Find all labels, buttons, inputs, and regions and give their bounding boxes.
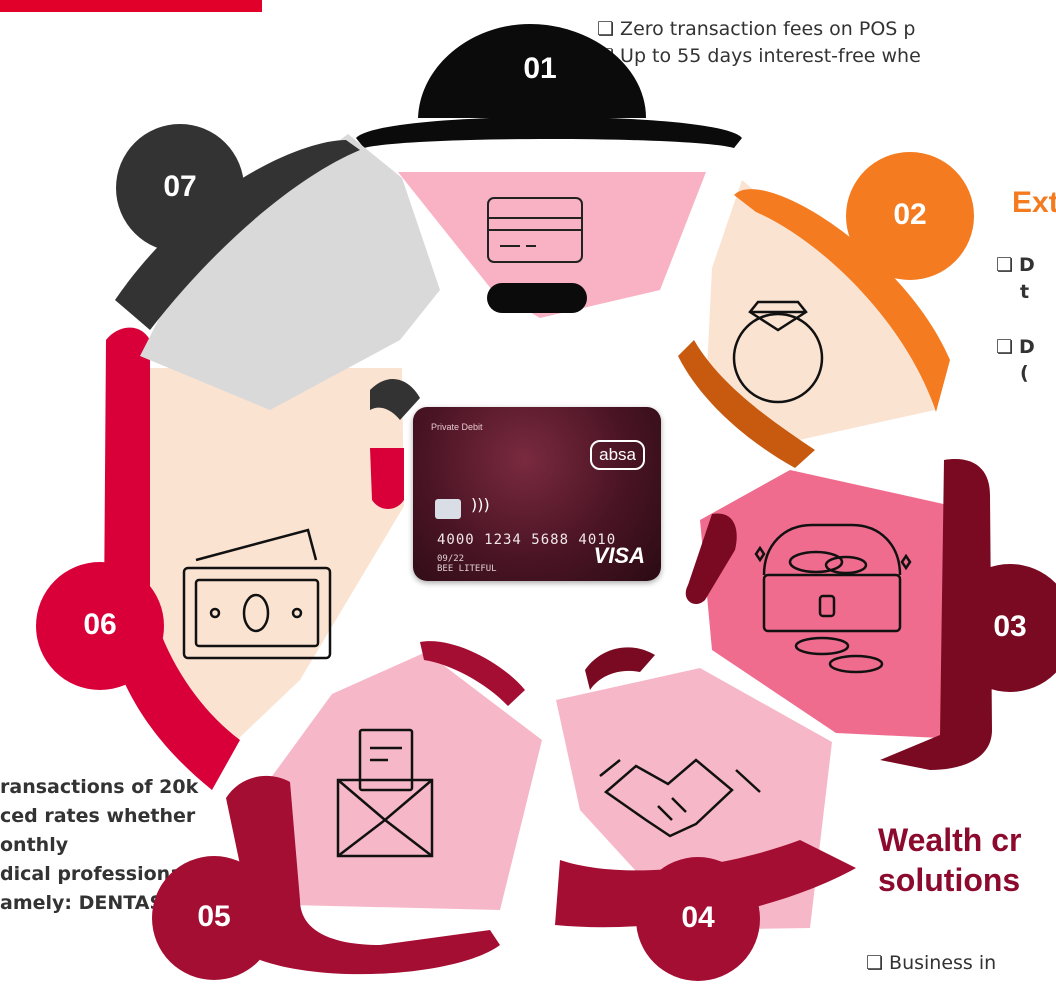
card-chip (435, 499, 461, 519)
credit-card-icon (487, 197, 583, 263)
debit-card-image: Private Debit absa ))) 4000 1234 5688 40… (413, 407, 661, 581)
wealth-bullet-1: Business in (866, 952, 996, 974)
segment-07-label: 07 (163, 170, 197, 203)
handshake-icon (599, 758, 761, 838)
wealth-heading-line-2: solutions (878, 862, 1021, 898)
segment-06 (36, 327, 404, 790)
segment-01-label: 01 (523, 52, 557, 85)
segment-03-label: 03 (993, 610, 1027, 643)
top-accent-bar (0, 0, 262, 12)
treasure-chest-icon (754, 523, 912, 674)
top-bullet-1: Zero transaction fees on POS p (597, 18, 915, 40)
left-text-line-3: onthly (0, 834, 69, 856)
contactless-icon: ))) (471, 495, 490, 514)
cash-notes-icon (182, 528, 332, 660)
ext-bullet-2: D (996, 336, 1035, 358)
ext-bullet-2-cont: ( (1020, 362, 1029, 384)
segment-01 (356, 24, 742, 318)
ext-bullet-1-cont: t (1020, 281, 1030, 303)
diamond-ring-icon (732, 300, 824, 404)
segment-02-label: 02 (893, 198, 927, 231)
card-number: 4000 1234 5688 4010 (437, 532, 617, 548)
segment-04 (555, 647, 856, 981)
wealth-heading-line-1: Wealth cr (878, 822, 1022, 858)
top-bullet-2: Up to 55 days interest-free whe (597, 45, 921, 67)
segment-06-label: 06 (83, 608, 117, 641)
segment-07 (115, 124, 440, 420)
ext-heading: Ext (1012, 186, 1056, 219)
ext-bullet-1: D (996, 254, 1035, 276)
left-text-line-4: dical professionals (0, 863, 201, 885)
left-text-line-5: amely: DENTASA (0, 892, 178, 914)
card-holder: BEE LITEFUL (437, 564, 497, 574)
left-text-line-1: ransactions of 20k (0, 776, 199, 798)
card-product-label: Private Debit (431, 422, 483, 432)
segment-04-label: 04 (681, 901, 715, 934)
card-brand-logo: absa (590, 440, 645, 470)
segment-02 (678, 152, 974, 468)
visa-logo: VISA (593, 543, 645, 568)
segment-05-label: 05 (197, 900, 231, 933)
envelope-letter-icon (336, 728, 434, 858)
left-text-line-2: ced rates whether (0, 805, 196, 827)
